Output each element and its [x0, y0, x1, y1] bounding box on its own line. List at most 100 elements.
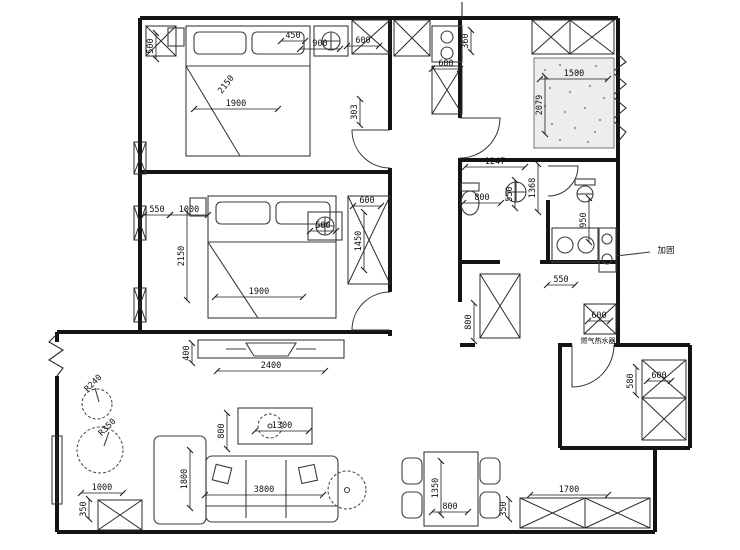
- annotation-label: 燃气热水器: [581, 336, 616, 345]
- dimension-label: 1350: [431, 457, 445, 519]
- window-left-2: [133, 205, 147, 241]
- svg-text:950: 950: [579, 212, 589, 227]
- dimension-label: 360: [461, 26, 475, 56]
- dimension-label: 800: [464, 299, 478, 345]
- dimension-label: 450: [277, 31, 309, 45]
- svg-text:500: 500: [315, 221, 330, 231]
- dimension-label: 1500: [536, 69, 612, 83]
- dimension-label: 550: [543, 275, 579, 289]
- svg-text:2150: 2150: [216, 74, 236, 96]
- cabinet-bedroom1-corner: [351, 19, 391, 55]
- svg-text:1800: 1800: [180, 469, 190, 489]
- window-left-lower: [51, 435, 63, 505]
- dimension-label: 1247: [461, 157, 529, 171]
- dimension-label: 600: [584, 311, 614, 325]
- fridge-lower: [479, 273, 521, 339]
- window-left-3: [133, 287, 147, 323]
- svg-text:550: 550: [149, 205, 164, 215]
- door-utility-room: [571, 344, 615, 388]
- svg-text:303: 303: [350, 104, 360, 119]
- dimension-label: 350: [499, 495, 513, 523]
- svg-text:800: 800: [442, 502, 457, 512]
- svg-text:500: 500: [146, 38, 156, 53]
- svg-text:R240: R240: [83, 373, 105, 395]
- svg-text:600: 600: [359, 196, 374, 206]
- dimension-label: 1450: [354, 208, 368, 274]
- svg-text:550: 550: [505, 186, 515, 201]
- fridge-cabinet-a: [531, 19, 571, 55]
- dimension-label: 600: [428, 59, 464, 73]
- dimension-label: 350: [79, 495, 93, 523]
- dimension-label: 500: [306, 221, 340, 235]
- dimension-label: 1300: [251, 421, 313, 435]
- furniture: [76, 25, 501, 527]
- bed-2: [189, 195, 337, 319]
- sofa: [153, 435, 339, 525]
- dimension-label: 1800: [180, 446, 194, 512]
- svg-text:1500: 1500: [564, 69, 584, 79]
- dimension-label: 950: [579, 194, 593, 246]
- dimension-label: 2400: [213, 361, 329, 375]
- svg-text:600: 600: [438, 59, 453, 69]
- dimension-label: 800: [459, 193, 505, 207]
- door-hallway-kitchen: [459, 117, 501, 159]
- dimension-label: 1000: [77, 483, 127, 497]
- sofa-side-plant: [327, 470, 367, 510]
- tv-cabinet: [197, 339, 345, 359]
- leader-lines: [615, 251, 651, 257]
- svg-text:1900: 1900: [226, 99, 246, 109]
- svg-text:1368: 1368: [528, 178, 538, 198]
- bed-1: [167, 25, 311, 157]
- dimension-label: 2079: [535, 72, 549, 138]
- dimension-label: 550: [505, 176, 519, 212]
- washing-machine-b: [641, 397, 687, 441]
- svg-text:1700: 1700: [559, 485, 579, 495]
- cabinet-bottom-left: [97, 499, 143, 531]
- dimension-label: 1000: [166, 205, 212, 219]
- coffee-table: [237, 407, 313, 445]
- svg-text:450: 450: [285, 31, 300, 41]
- dimension-label: 3800: [201, 485, 327, 499]
- dimension-label: 2150: [216, 74, 236, 96]
- dimension-label: 800: [217, 409, 231, 453]
- hallway-closet-vertical: [431, 65, 463, 115]
- dimension-label: 303: [350, 95, 364, 129]
- dimension-label: 580: [626, 363, 640, 399]
- svg-text:1247: 1247: [485, 157, 505, 167]
- water-heater: [583, 303, 617, 335]
- svg-text:350: 350: [79, 501, 89, 516]
- dimension-label: 800: [428, 502, 472, 516]
- dimension-label: 600: [343, 36, 383, 50]
- hallway-closet: [393, 19, 431, 57]
- dimension-label: 1368: [528, 160, 542, 216]
- dimension-label: 1900: [190, 99, 282, 113]
- shower-basin: [574, 178, 596, 203]
- svg-text:3800: 3800: [254, 485, 274, 495]
- svg-text:800: 800: [474, 193, 489, 203]
- kitchen-sink: [551, 227, 599, 263]
- svg-text:1300: 1300: [272, 421, 292, 431]
- gas-stove-top: [431, 25, 463, 63]
- bay-window-b: [584, 497, 651, 529]
- svg-text:360: 360: [461, 33, 471, 48]
- svg-text:600: 600: [355, 36, 370, 46]
- svg-text:1450: 1450: [354, 231, 364, 251]
- svg-text:400: 400: [182, 345, 192, 360]
- annotation-label: 加固: [657, 245, 674, 256]
- svg-text:1350: 1350: [431, 478, 441, 498]
- svg-text:580: 580: [626, 373, 636, 388]
- svg-text:800: 800: [217, 423, 227, 438]
- window-left-1: [133, 141, 147, 175]
- cabinets-and-windows: [51, 19, 687, 531]
- dimension-label: 400: [182, 339, 196, 367]
- dimension-label: 600: [349, 196, 385, 210]
- svg-text:600: 600: [591, 311, 606, 321]
- reinforce-leader: [615, 251, 651, 257]
- svg-text:2079: 2079: [535, 95, 545, 115]
- washbasin-bedroom-2: [307, 211, 343, 241]
- break-line-left: [47, 333, 65, 377]
- dimension-label: 900: [296, 39, 344, 53]
